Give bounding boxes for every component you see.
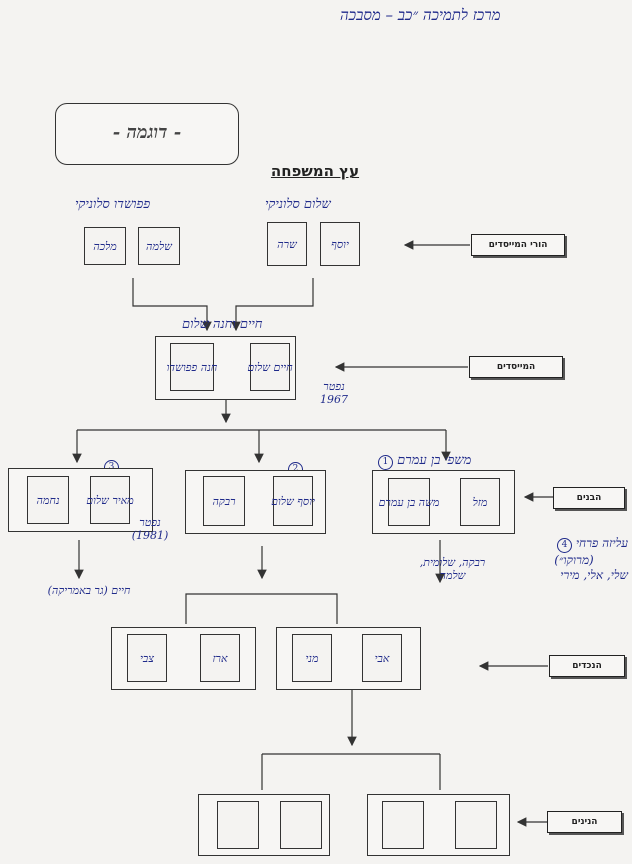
left-branch-note: חיים (גר באמריקה)	[47, 584, 131, 597]
founders-parents-left-family: פפושדו סלוניקי	[75, 197, 151, 212]
person-name: משה בן עמרם	[378, 495, 440, 509]
person-name: חיים שלום	[247, 360, 293, 374]
page-title: עץ המשפחה	[270, 162, 360, 180]
side-note-line-3: שלי, אלי, מירי	[560, 568, 628, 582]
person-name: נחמה	[36, 493, 60, 507]
person-box: ארז	[200, 634, 240, 682]
right-branch-note: רבקה, שלומית, שלמה	[419, 556, 486, 582]
example-badge: - דוגמה -	[55, 103, 239, 165]
label-children: הבנים	[553, 487, 625, 509]
person-name: צבי	[140, 651, 154, 665]
person-name: יוסף שלום	[271, 494, 315, 508]
person-box: מני	[292, 634, 332, 682]
label-founders: המייסדים	[469, 356, 563, 378]
label-great-grandchildren: הנינים	[547, 811, 622, 833]
person-box: מאיר שלום	[86, 476, 134, 524]
label-grandchildren: הנכדים	[549, 655, 625, 677]
person-box: יוסף	[320, 222, 360, 266]
founders-note: נפטר 1967	[320, 380, 348, 406]
person-name: שרה	[277, 237, 297, 251]
person-box	[217, 801, 259, 849]
side-note-line-1: עליזה פרחי	[575, 536, 628, 550]
person-box: מזל	[460, 478, 500, 526]
founders-parents-right-family: שלום סלוניקי	[265, 197, 331, 212]
person-box: חנה פפושדו	[167, 343, 217, 391]
side-note-line-2: (מרוקו״)	[554, 553, 594, 567]
person-box: צבי	[127, 634, 167, 682]
person-box: אבי	[362, 634, 402, 682]
child-1-heading: משפ׳ בן עמרם 1	[378, 452, 471, 470]
person-name: מלכה	[93, 239, 117, 253]
person-box: רבקה	[203, 476, 245, 526]
person-box: חיים שלום	[247, 343, 293, 391]
person-name: אבי	[374, 651, 390, 665]
person-name: מזל	[472, 495, 488, 509]
person-name: ארז	[212, 651, 228, 665]
person-box: משה בן עמרם	[379, 478, 439, 526]
person-box: יוסף שלום	[271, 476, 315, 526]
person-name: יוסף	[331, 237, 349, 251]
person-name: מאיר שלום	[86, 493, 134, 507]
child-1-number: 1	[378, 455, 393, 470]
person-name: שלמה	[146, 239, 172, 253]
person-box: שלמה	[138, 227, 180, 265]
side-note-number: 4	[557, 538, 572, 553]
person-name: רבקה	[212, 494, 236, 508]
child-1-heading-text: משפ׳ בן עמרם	[397, 453, 472, 468]
person-name: חנה פפושדו	[166, 360, 218, 374]
child-3-note: נפטר (1981)	[131, 516, 169, 542]
label-founders-parents: הורי המייסדים	[471, 234, 565, 256]
person-box: מלכה	[84, 227, 126, 265]
person-name: מני	[305, 651, 319, 665]
example-badge-text: - דוגמה -	[112, 122, 182, 143]
person-box: שרה	[267, 222, 307, 266]
header-handwritten-note: מרכז לתמיכה ״כב – מסבכה	[340, 6, 501, 24]
person-box	[455, 801, 497, 849]
founders-heading: חיים וחנה שלום	[182, 317, 263, 332]
person-box: נחמה	[27, 476, 69, 524]
side-note: עליזה פרחי 4 (מרוקו״) שלי, אלי, מירי	[520, 536, 628, 583]
person-box	[382, 801, 424, 849]
person-box	[280, 801, 322, 849]
